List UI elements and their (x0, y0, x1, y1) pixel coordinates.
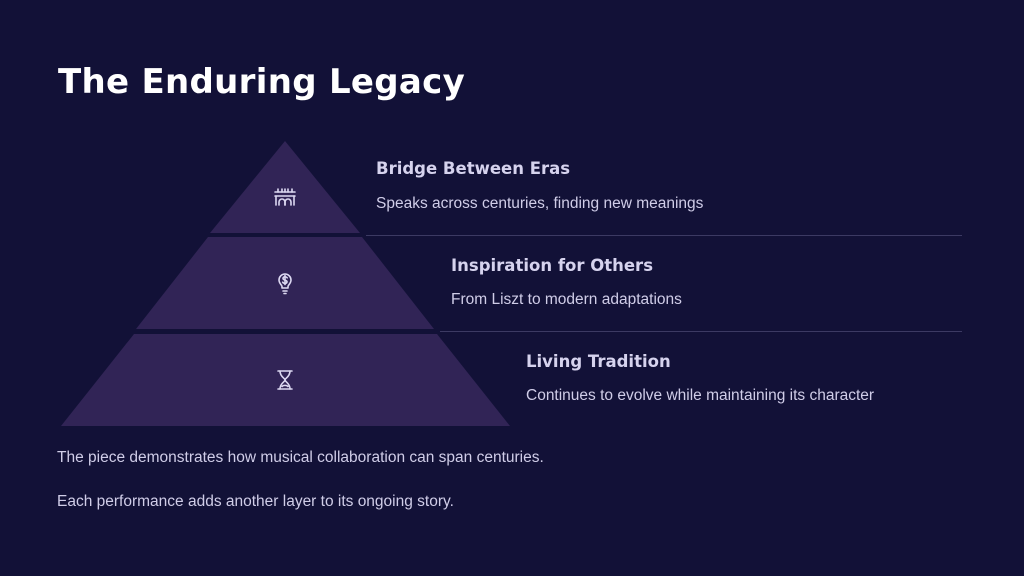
tier-heading-living: Living Tradition (526, 352, 671, 371)
lightbulb-dollar-icon (273, 271, 297, 295)
divider-top (366, 235, 962, 236)
summary-line-2: Each performance adds another layer to i… (57, 493, 454, 510)
tier-heading-inspiration: Inspiration for Others (451, 256, 654, 275)
pyramid-tier-top (210, 141, 360, 233)
tier-heading-bridge: Bridge Between Eras (376, 159, 571, 178)
tier-description-living: Continues to evolve while maintaining it… (526, 387, 875, 404)
bridge-icon (273, 185, 297, 209)
hourglass-icon (273, 368, 297, 392)
divider-bottom (440, 331, 962, 332)
summary-line-1: The piece demonstrates how musical colla… (57, 449, 544, 466)
tier-description-bridge: Speaks across centuries, finding new mea… (376, 195, 704, 212)
page-title: The Enduring Legacy (58, 62, 466, 102)
tier-description-inspiration: From Liszt to modern adaptations (451, 291, 682, 308)
